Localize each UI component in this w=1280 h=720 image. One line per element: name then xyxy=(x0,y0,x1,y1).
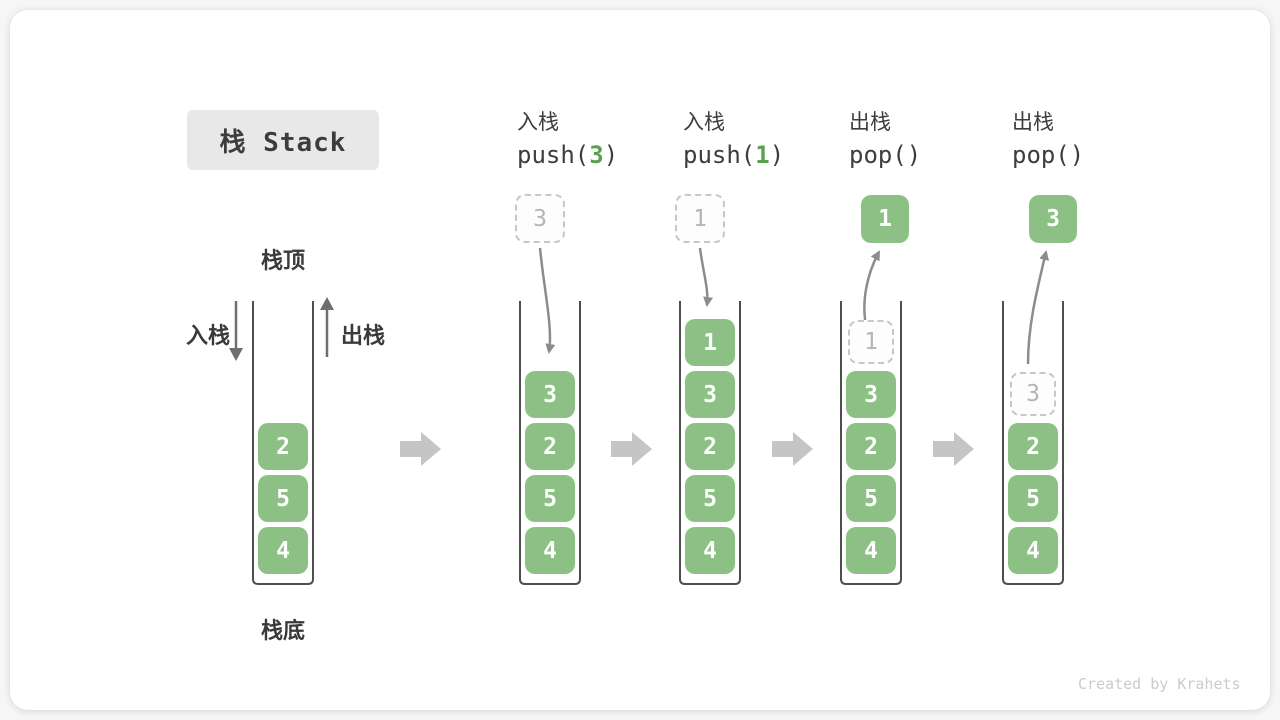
stack2-block: 4 xyxy=(525,527,575,574)
title-badge: 栈 Stack xyxy=(187,110,379,170)
stack2-block: 2 xyxy=(525,423,575,470)
op-label-pop1: 出栈 pop() xyxy=(849,108,921,172)
stack3-block: 3 xyxy=(685,371,735,418)
push-side-label: 入栈 xyxy=(186,323,231,348)
stack1-block: 5 xyxy=(258,475,308,522)
stack5-ghost-slot: 3 xyxy=(1010,372,1056,416)
floating-push-value-3: 3 xyxy=(515,194,565,243)
code-suf: ) xyxy=(906,141,922,169)
stack4-ghost-slot: 1 xyxy=(848,320,894,364)
op-push1-code: push(1) xyxy=(683,138,784,172)
stack3-block: 5 xyxy=(685,475,735,522)
code-pre: push( xyxy=(683,141,756,169)
stack3-block: 4 xyxy=(685,527,735,574)
stack4-block: 2 xyxy=(846,423,896,470)
floating-push-value-1: 1 xyxy=(675,194,725,243)
stack1-block: 4 xyxy=(258,527,308,574)
op-push1-zh: 入栈 xyxy=(683,111,725,134)
op-pop1-zh: 出栈 xyxy=(849,111,891,134)
stack2-block: 3 xyxy=(525,371,575,418)
pop-side-label: 出栈 xyxy=(341,323,386,348)
floating-popped-value-1: 1 xyxy=(861,195,909,243)
floating-popped-value-3: 3 xyxy=(1029,195,1077,243)
code-arg: 1 xyxy=(755,141,770,169)
code-pre: pop( xyxy=(1012,141,1070,169)
stack2-block: 5 xyxy=(525,475,575,522)
op-push3-code: push(3) xyxy=(517,138,618,172)
watermark-credit: Created by Krahets xyxy=(1078,675,1241,693)
stack5-block: 4 xyxy=(1008,527,1058,574)
stack4-block: 3 xyxy=(846,371,896,418)
code-suf: ) xyxy=(1069,141,1085,169)
code-suf: ) xyxy=(603,141,619,169)
op-label-push1: 入栈 push(1) xyxy=(683,108,784,172)
stack3-block: 2 xyxy=(685,423,735,470)
code-pre: push( xyxy=(517,141,590,169)
code-arg: 3 xyxy=(589,141,604,169)
stack5-block: 5 xyxy=(1008,475,1058,522)
stack5-block: 2 xyxy=(1008,423,1058,470)
stack3-block: 1 xyxy=(685,319,735,366)
op-push3-zh: 入栈 xyxy=(517,111,559,134)
op-pop1-code: pop() xyxy=(849,138,921,172)
stack-bottom-label: 栈底 xyxy=(260,618,305,643)
op-label-push3: 入栈 push(3) xyxy=(517,108,618,172)
op-pop3-code: pop() xyxy=(1012,138,1084,172)
code-suf: ) xyxy=(769,141,785,169)
stack-top-label: 栈顶 xyxy=(260,248,305,273)
op-label-pop3: 出栈 pop() xyxy=(1012,108,1084,172)
code-pre: pop( xyxy=(849,141,907,169)
stack4-block: 4 xyxy=(846,527,896,574)
op-pop3-zh: 出栈 xyxy=(1012,111,1054,134)
stack1-block: 2 xyxy=(258,423,308,470)
stack4-block: 5 xyxy=(846,475,896,522)
title-text: 栈 Stack xyxy=(219,127,347,158)
